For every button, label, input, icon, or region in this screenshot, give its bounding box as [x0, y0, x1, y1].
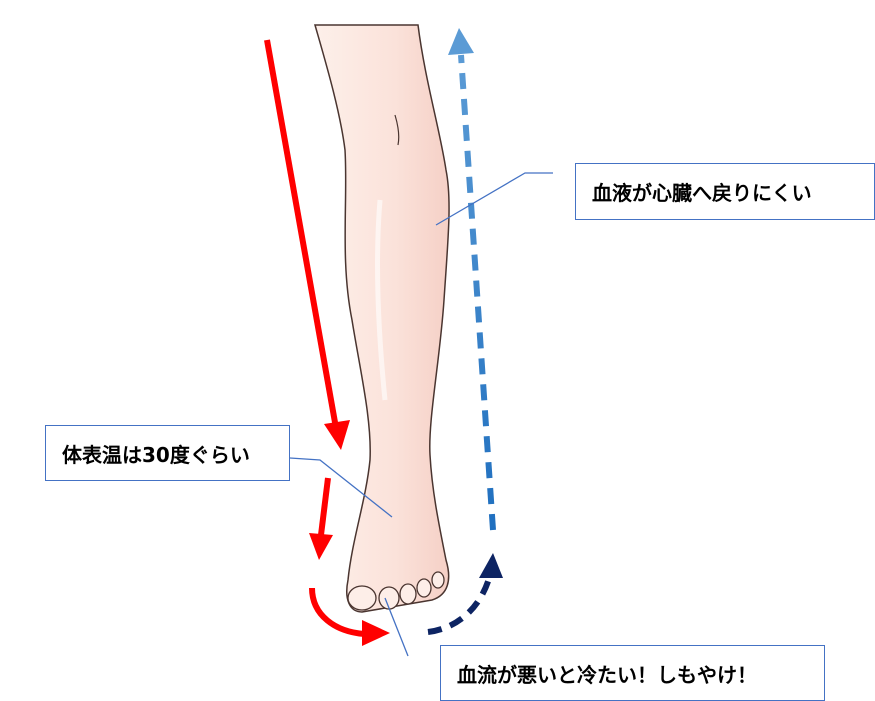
callout-poor-circulation-text: 血流が悪いと冷たい！しもやけ！ [457, 662, 757, 687]
callout-poor-circulation: 血流が悪いと冷たい！しもやけ！ [440, 645, 825, 701]
callout-heart-return-text: 血液が心臓へ戻りにくい [592, 181, 812, 205]
callout-heart-return: 血液が心臓へ戻りにくい [575, 163, 875, 220]
toes [347, 571, 445, 611]
arterial-flow-arrow [264, 39, 390, 646]
callout-surface-temp-text: 体表温は30度ぐらい [62, 442, 250, 467]
callout-surface-temp: 体表温は30度ぐらい [45, 425, 290, 481]
callout-leader-lines [289, 172, 553, 657]
venous-flow-arrow [427, 28, 503, 635]
leg-illustration [314, 24, 450, 613]
